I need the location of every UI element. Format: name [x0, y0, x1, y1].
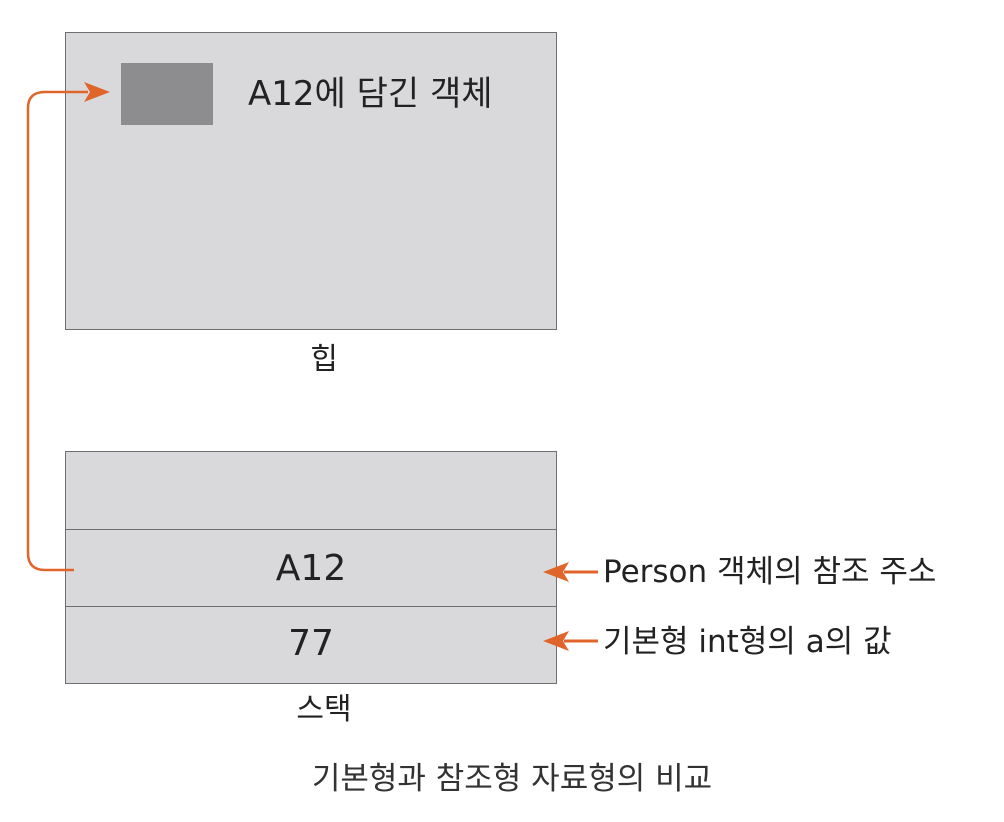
heap-object: [121, 63, 213, 125]
heap-object-label: A12에 담긴 객체: [248, 74, 493, 114]
stack-label: 스택: [296, 692, 352, 727]
stack-cell-empty: [66, 452, 556, 529]
stack-cell-primitive: 77: [66, 606, 556, 682]
stack-area: A12 77: [65, 451, 557, 684]
stack-cell-reference: A12: [66, 529, 556, 606]
heap-label: 힙: [310, 342, 338, 377]
reference-annotation: Person 객체의 참조 주소: [603, 554, 937, 590]
figure-caption: 기본형과 참조형 자료형의 비교: [311, 761, 713, 797]
primitive-annotation: 기본형 int형의 a의 값: [603, 624, 892, 660]
